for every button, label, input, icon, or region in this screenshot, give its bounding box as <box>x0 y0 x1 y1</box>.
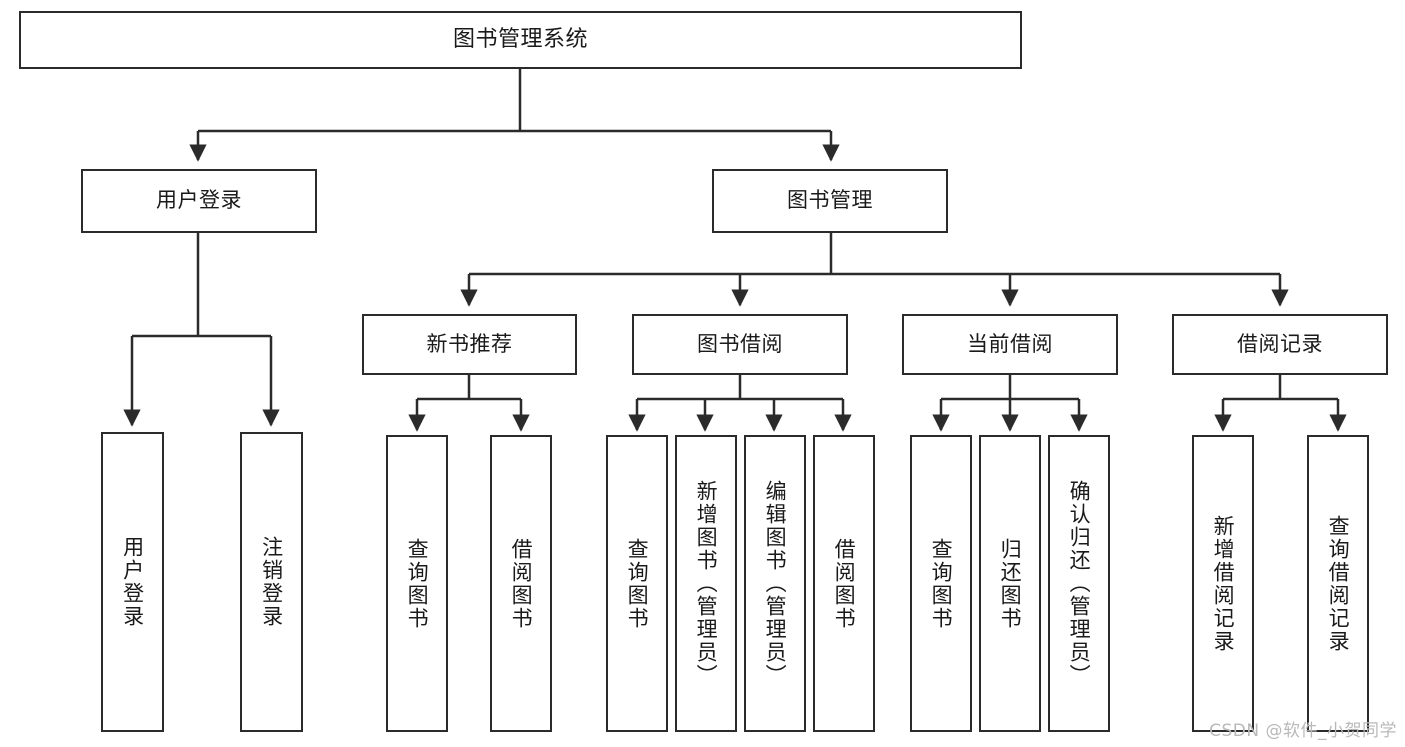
leaf-user-login-label: 用户登录 <box>120 536 145 628</box>
leaf-edit-book-label: 编辑图书（管理员） <box>763 480 788 687</box>
node-new-book-rec-label: 新书推荐 <box>426 331 513 356</box>
node-book-manage[interactable]: 图书管理 <box>712 169 948 233</box>
node-book-borrow-label: 图书借阅 <box>697 331 783 356</box>
leaf-query-record[interactable]: 查询借阅记录 <box>1307 435 1369 732</box>
leaf-borrow-book-2-label: 借阅图书 <box>832 537 857 630</box>
leaf-query-book-1-label: 查询图书 <box>405 537 430 630</box>
leaf-query-book-3-label: 查询图书 <box>929 537 954 630</box>
node-new-book-rec[interactable]: 新书推荐 <box>362 314 577 375</box>
leaf-add-book[interactable]: 新增图书（管理员） <box>675 435 737 732</box>
leaf-return-book[interactable]: 归还图书 <box>979 435 1041 732</box>
node-root[interactable]: 图书管理系统 <box>19 11 1022 69</box>
watermark-text: CSDN @软件_小贺同学 <box>1209 721 1397 741</box>
node-book-manage-label: 图书管理 <box>787 188 873 213</box>
leaf-logout-label: 注销登录 <box>259 536 284 628</box>
leaf-borrow-book-2[interactable]: 借阅图书 <box>813 435 875 732</box>
node-user-login-label: 用户登录 <box>156 188 242 213</box>
leaf-add-book-label: 新增图书（管理员） <box>694 480 719 687</box>
node-current-borrow[interactable]: 当前借阅 <box>902 314 1118 375</box>
leaf-logout[interactable]: 注销登录 <box>240 432 303 732</box>
leaf-add-record[interactable]: 新增借阅记录 <box>1192 435 1254 732</box>
node-root-label: 图书管理系统 <box>452 26 588 52</box>
leaf-query-book-2[interactable]: 查询图书 <box>606 435 668 732</box>
leaf-user-login[interactable]: 用户登录 <box>101 432 164 732</box>
leaf-borrow-book-1[interactable]: 借阅图书 <box>490 435 552 732</box>
leaf-query-book-2-label: 查询图书 <box>625 537 650 630</box>
node-borrow-record[interactable]: 借阅记录 <box>1172 314 1388 375</box>
leaf-edit-book[interactable]: 编辑图书（管理员） <box>744 435 806 732</box>
node-user-login[interactable]: 用户登录 <box>81 169 317 233</box>
leaf-query-record-label: 查询借阅记录 <box>1326 514 1351 653</box>
leaf-return-book-label: 归还图书 <box>998 537 1023 630</box>
leaf-query-book-3[interactable]: 查询图书 <box>910 435 972 732</box>
leaf-query-book-1[interactable]: 查询图书 <box>386 435 448 732</box>
node-current-borrow-label: 当前借阅 <box>967 331 1053 356</box>
node-borrow-record-label: 借阅记录 <box>1237 331 1323 356</box>
leaf-borrow-book-1-label: 借阅图书 <box>509 537 534 630</box>
node-book-borrow[interactable]: 图书借阅 <box>632 314 848 375</box>
leaf-add-record-label: 新增借阅记录 <box>1211 514 1236 653</box>
leaf-confirm-return[interactable]: 确认归还（管理员） <box>1048 435 1110 732</box>
leaf-confirm-return-label: 确认归还（管理员） <box>1067 480 1092 687</box>
